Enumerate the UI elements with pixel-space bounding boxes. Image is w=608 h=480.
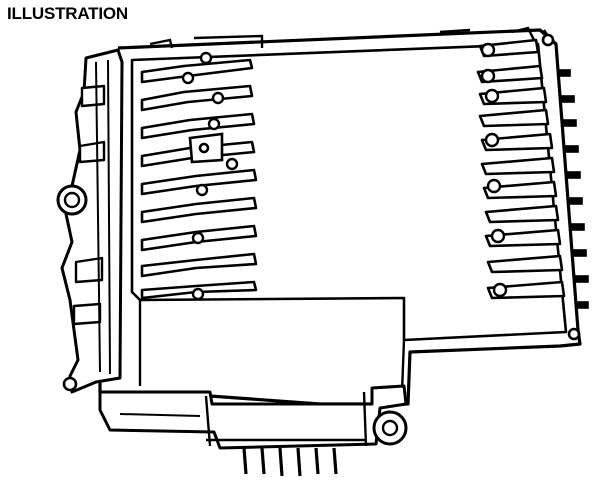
left-fin-row — [140, 58, 258, 300]
center-tab — [188, 132, 224, 164]
connector-pins — [242, 447, 338, 477]
bottom-connector — [98, 384, 408, 450]
left-mounting-boss — [56, 184, 88, 216]
illustration-label: ILLUSTRATION — [7, 4, 128, 23]
left-fin-screws — [181, 51, 239, 301]
right-fin-screws — [480, 42, 508, 298]
right-connector-teeth — [559, 69, 589, 309]
top-rim — [149, 26, 553, 49]
left-mounting-bracket — [60, 48, 124, 394]
right-fin-row — [476, 38, 566, 300]
bottom-right-boss — [372, 410, 408, 446]
corner-holes — [62, 33, 581, 392]
